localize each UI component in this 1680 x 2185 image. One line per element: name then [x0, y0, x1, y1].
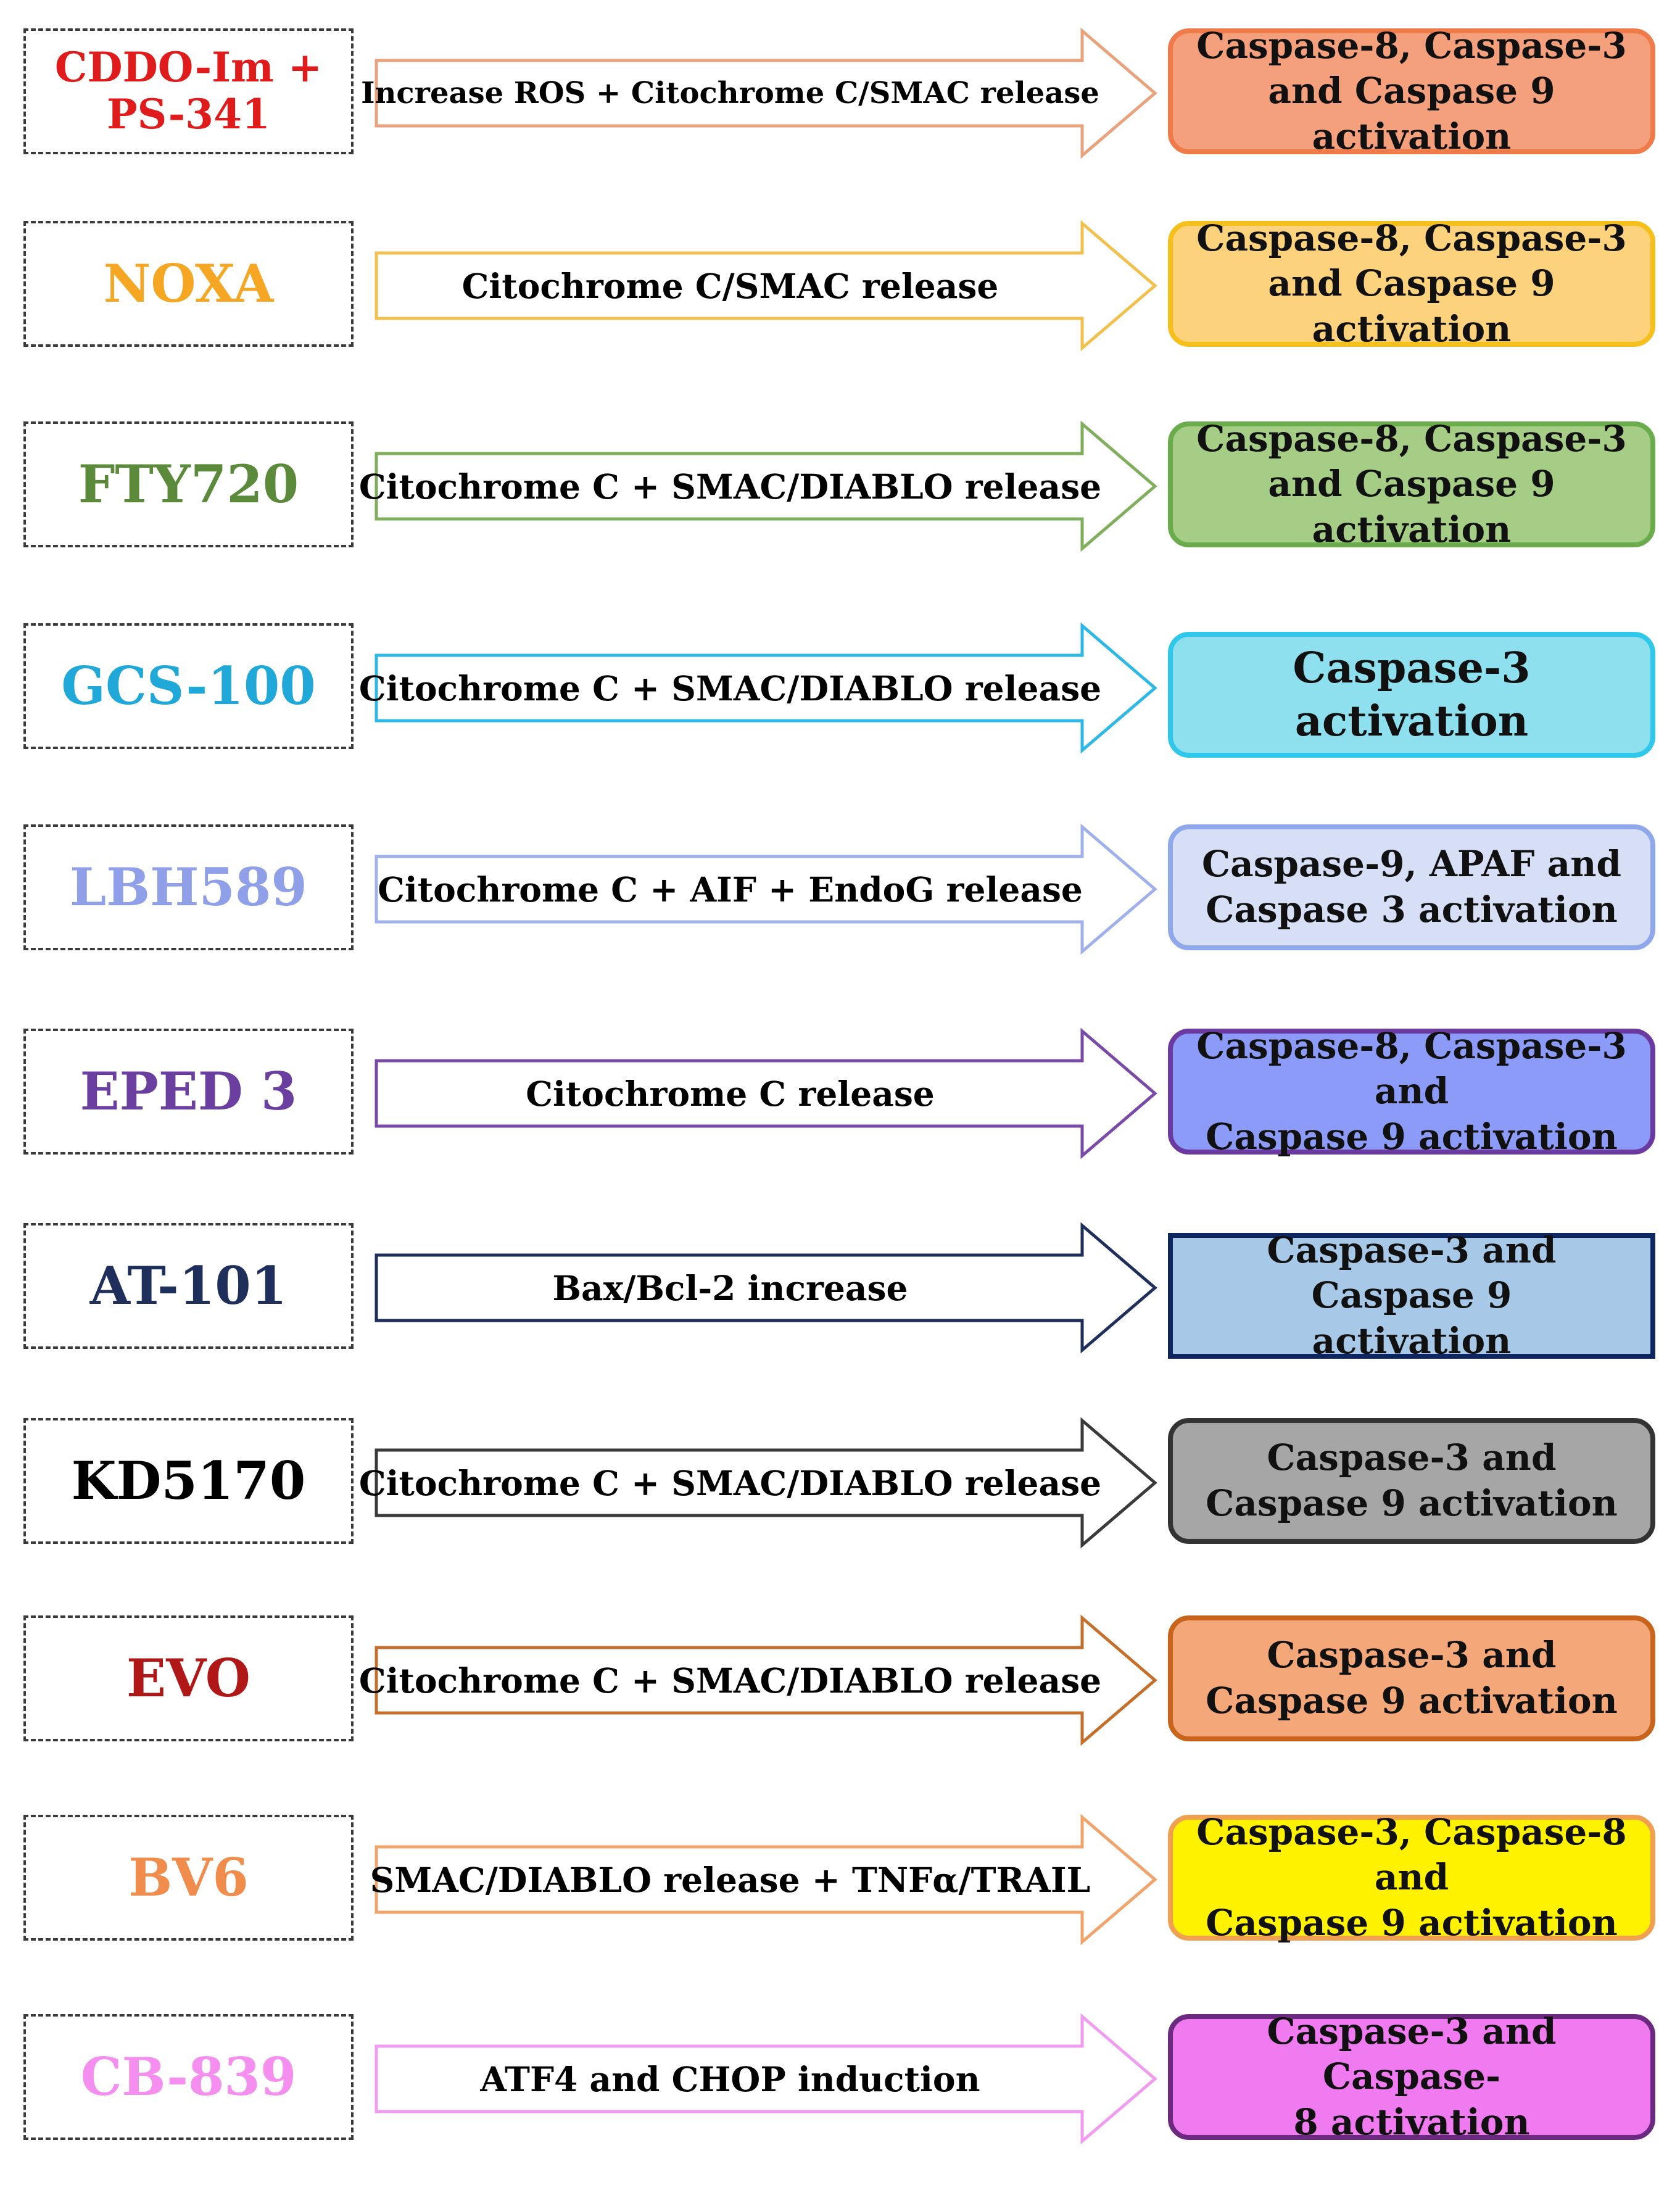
- pathway-row: GCS-100 Citochrome C + SMAC/DIABLO releas…: [0, 622, 1680, 758]
- outcome-label: Caspase-8, Caspase-3 and Caspase 9 activ…: [1196, 24, 1627, 157]
- outcome-label: Caspase-3 and Caspase 9 activation: [1206, 1634, 1618, 1722]
- outcome-label: Caspase-3 and Caspase- 8 activation: [1267, 2010, 1557, 2143]
- outcome-label: Caspase-3 activation: [1293, 643, 1531, 746]
- outcome-label: Caspase-3, Caspase-8 and Caspase 9 activ…: [1196, 1810, 1627, 1944]
- arrow-shape: [374, 420, 1157, 552]
- arrow-shape: [374, 1417, 1157, 1549]
- arrow-shape: [374, 1222, 1157, 1354]
- drug-box: CDDO-Im + PS-341: [23, 28, 354, 154]
- drug-name: EVO: [126, 1648, 250, 1709]
- mechanism-arrow: [374, 27, 1157, 159]
- drug-box: NOXA: [23, 221, 354, 347]
- drug-name: FTY720: [78, 454, 299, 515]
- arrow-shape: [374, 27, 1157, 159]
- mechanism-label: Citochrome C + SMAC/DIABLO release: [358, 1660, 1102, 1701]
- mechanism-label: Increase ROS + Citochrome C/SMAC release: [361, 76, 1099, 110]
- drug-name: GCS-100: [61, 655, 316, 716]
- mechanism-arrow: [374, 2013, 1157, 2145]
- drug-name: CDDO-Im + PS-341: [54, 43, 323, 138]
- mechanism-label: Bax/Bcl-2 increase: [552, 1267, 908, 1308]
- pathway-row: LBH589 Citochrome C + AIF + EndoG release…: [0, 823, 1680, 955]
- mechanism-arrow: [374, 1814, 1157, 1946]
- mechanism-arrow: [374, 823, 1157, 955]
- pathway-row: CDDO-Im + PS-341 Increase ROS + Citochrom…: [0, 25, 1680, 159]
- drug-name: LBH589: [70, 856, 307, 918]
- outcome-box: Caspase-8, Caspase-3 and Caspase 9 activ…: [1168, 418, 1655, 550]
- drug-box: LBH589: [23, 824, 354, 950]
- arrow-shape: [374, 2013, 1157, 2145]
- outcome-box: Caspase-9, APAF and Caspase 3 activation: [1168, 824, 1655, 950]
- outcome-box: Caspase-3 and Caspase 9 activation: [1168, 1615, 1655, 1741]
- pathway-row: CB-839 ATF4 and CHOP induction Caspase-3 a…: [0, 2010, 1680, 2145]
- arrow-shape: [374, 1027, 1157, 1159]
- mechanism-arrow: [374, 1614, 1157, 1746]
- pathway-row: FTY720 Citochrome C + SMAC/DIABLO release…: [0, 418, 1680, 552]
- drug-box: FTY720: [23, 421, 354, 547]
- mechanism-label: Citochrome C + SMAC/DIABLO release: [358, 466, 1102, 507]
- drug-name: NOXA: [103, 253, 274, 314]
- arrow-shape: [374, 1814, 1157, 1946]
- outcome-label: Caspase-3 and Caspase 9 activation: [1267, 1229, 1557, 1362]
- outcome-label: Caspase-9, APAF and Caspase 3 activation: [1202, 843, 1621, 931]
- mechanism-label: ATF4 and CHOP induction: [480, 2059, 980, 2099]
- mechanism-label: Citochrome C + AIF + EndoG release: [378, 869, 1083, 910]
- outcome-box: Caspase-3, Caspase-8 and Caspase 9 activ…: [1168, 1811, 1655, 1944]
- outcome-box: Caspase-3 activation: [1168, 632, 1655, 758]
- pathway-row: KD5170 Citochrome C + SMAC/DIABLO release…: [0, 1417, 1680, 1549]
- drug-box: EPED 3: [23, 1029, 354, 1155]
- pathway-row: NOXA Citochrome C/SMAC release Caspase-8, …: [0, 217, 1680, 352]
- outcome-label: Caspase-8, Caspase-3 and Caspase 9 activ…: [1196, 1024, 1627, 1158]
- mechanism-label: SMAC/DIABLO release + TNFα/TRAIL: [370, 1859, 1091, 1900]
- drug-name: CB-839: [80, 2046, 297, 2107]
- drug-box: EVO: [23, 1615, 354, 1741]
- outcome-box: Caspase-3 and Caspase- 8 activation: [1168, 2010, 1655, 2143]
- drug-box: AT-101: [23, 1223, 354, 1349]
- drug-name: KD5170: [71, 1450, 306, 1511]
- outcome-label: Caspase-8, Caspase-3 and Caspase 9 activ…: [1196, 417, 1627, 550]
- outcome-label: Caspase-8, Caspase-3 and Caspase 9 activ…: [1196, 217, 1627, 350]
- mechanism-arrow: [374, 1222, 1157, 1354]
- outcome-box: Caspase-8, Caspase-3 and Caspase 9 activ…: [1168, 217, 1655, 350]
- arrow-shape: [374, 220, 1157, 352]
- drug-name: EPED 3: [80, 1061, 297, 1122]
- mechanism-label: Citochrome C + SMAC/DIABLO release: [358, 668, 1102, 708]
- mechanism-label: Citochrome C/SMAC release: [461, 265, 999, 306]
- drug-name: BV6: [128, 1847, 249, 1908]
- mechanism-arrow: [374, 420, 1157, 552]
- outcome-label: Caspase-3 and Caspase 9 activation: [1206, 1437, 1618, 1524]
- drug-name: AT-101: [89, 1255, 288, 1316]
- drug-box: CB-839: [23, 2014, 354, 2140]
- arrow-shape: [374, 823, 1157, 955]
- drug-box: GCS-100: [23, 623, 354, 749]
- arrow-shape: [374, 1614, 1157, 1746]
- mechanism-arrow: [374, 1417, 1157, 1549]
- pathway-row: AT-101 Bax/Bcl-2 increase Caspase-3 and Ca…: [0, 1222, 1680, 1362]
- mechanism-label: Citochrome C release: [526, 1073, 935, 1114]
- outcome-box: Caspase-3 and Caspase 9 activation: [1168, 1229, 1655, 1362]
- pathway-row: EPED 3 Citochrome C release Caspase-8, Cas…: [0, 1025, 1680, 1159]
- mechanism-label: Citochrome C + SMAC/DIABLO release: [358, 1462, 1102, 1503]
- outcome-box: Caspase-8, Caspase-3 and Caspase 9 activ…: [1168, 25, 1655, 157]
- drug-box: KD5170: [23, 1418, 354, 1544]
- outcome-box: Caspase-3 and Caspase 9 activation: [1168, 1418, 1655, 1544]
- mechanism-arrow: [374, 1027, 1157, 1159]
- mechanism-arrow: [374, 220, 1157, 352]
- drug-box: BV6: [23, 1815, 354, 1941]
- arrow-shape: [374, 622, 1157, 754]
- pathway-row: EVO Citochrome C + SMAC/DIABLO release Cas…: [0, 1614, 1680, 1746]
- outcome-box: Caspase-8, Caspase-3 and Caspase 9 activ…: [1168, 1025, 1655, 1158]
- mechanism-arrow: [374, 622, 1157, 754]
- pathway-row: BV6 SMAC/DIABLO release + TNFα/TRAIL Caspa…: [0, 1811, 1680, 1946]
